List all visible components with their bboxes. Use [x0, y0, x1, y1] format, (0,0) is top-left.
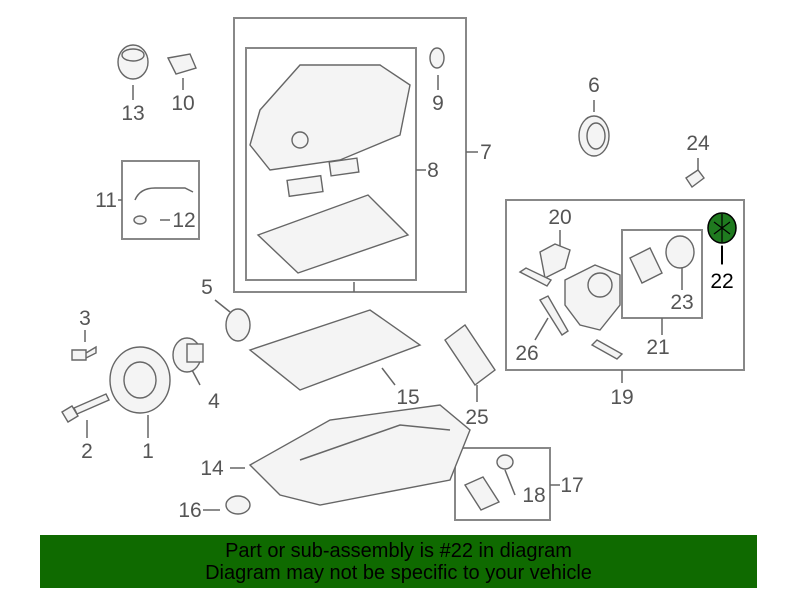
part-14-oil-pan[interactable] [248, 404, 471, 506]
part-20-bracket[interactable] [539, 243, 571, 280]
callout-9: 9 [432, 92, 444, 115]
part-9-seal[interactable] [429, 47, 445, 69]
callout-15: 15 [396, 386, 419, 409]
part-7-cover-gasket[interactable] [256, 194, 410, 274]
callout-2: 2 [81, 440, 93, 463]
callout-14: 14 [200, 457, 224, 480]
box-19 [505, 199, 745, 371]
callout-12: 12 [172, 209, 195, 232]
part-22-filter-cap-highlighted[interactable] [707, 212, 737, 244]
part-8-gaskets[interactable] [286, 157, 360, 198]
callout-5: 5 [201, 276, 213, 299]
callout-18: 18 [522, 484, 545, 507]
bolt-19[interactable] [518, 267, 624, 360]
callout-11: 11 [95, 189, 117, 212]
part-1-pulley[interactable] [109, 346, 171, 414]
info-banner: Part or sub-assembly is #22 in diagram D… [40, 535, 757, 588]
part-11-oil-pipe[interactable] [133, 187, 194, 225]
part-13-oil-filler-cap[interactable] [117, 44, 149, 80]
callout-13: 13 [121, 102, 144, 125]
part-24-sensor[interactable] [685, 169, 705, 189]
callout-3: 3 [79, 307, 91, 330]
part-16-drain-plug[interactable] [225, 495, 251, 515]
part-6-seal[interactable] [578, 115, 610, 157]
part-5-seal[interactable] [225, 308, 251, 342]
callout-6: 6 [588, 74, 600, 97]
part-10-gasket[interactable] [166, 53, 197, 75]
part-4-hub[interactable] [172, 337, 204, 373]
callout-16: 16 [178, 499, 201, 522]
callout-23: 23 [670, 291, 693, 314]
callout-17: 17 [560, 474, 583, 497]
box-17 [454, 447, 551, 521]
box-8 [245, 47, 417, 281]
callout-8: 8 [427, 159, 439, 182]
callout-22: 22 [710, 270, 733, 293]
callout-20: 20 [548, 206, 571, 229]
callout-21: 21 [646, 336, 669, 359]
part-25-oil-cooler[interactable] [444, 323, 496, 387]
part-21-oil-filter[interactable] [629, 247, 663, 284]
callout-7: 7 [480, 141, 492, 164]
callout-4: 4 [208, 390, 220, 413]
part-19-filter-housing[interactable] [564, 264, 621, 331]
callout-10: 10 [171, 92, 194, 115]
banner-line-disclaimer: Diagram may not be specific to your vehi… [205, 562, 592, 584]
callout-19: 19 [610, 386, 633, 409]
callout-25: 25 [465, 406, 488, 429]
part-3-bolt[interactable] [71, 345, 97, 361]
part-2-bolt[interactable] [61, 393, 110, 423]
part-18-oil-level-sensor[interactable] [463, 454, 514, 511]
callout-1: 1 [142, 440, 154, 463]
box-7 [233, 17, 467, 293]
callout-26: 26 [515, 342, 538, 365]
banner-line-part: Part or sub-assembly is #22 in diagram [225, 540, 572, 562]
part-23-o-ring[interactable] [665, 235, 695, 269]
part-15-pan-gasket[interactable] [248, 309, 422, 391]
part-26-bracket[interactable] [538, 295, 569, 336]
part-8-valve-cover[interactable] [249, 64, 411, 171]
callout-24: 24 [686, 132, 710, 155]
